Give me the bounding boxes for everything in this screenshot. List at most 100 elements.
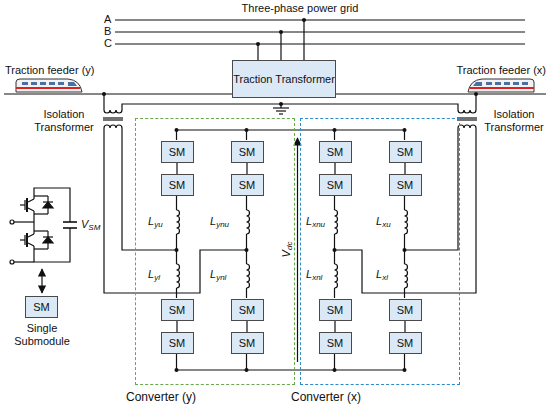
inductor-symbol	[405, 264, 408, 288]
inductor-label: Lynu	[210, 215, 229, 228]
wire	[176, 321, 177, 332]
group-caption: Converter (y)	[126, 390, 196, 404]
wire	[34, 228, 70, 262]
wire	[335, 128, 477, 293]
box-label: Traction Transformer	[233, 73, 335, 85]
terminal	[10, 260, 14, 264]
wire	[280, 32, 281, 60]
inductor-label: Lyu	[148, 215, 163, 228]
wire	[176, 163, 177, 174]
box-label: SM	[169, 146, 186, 158]
group-caption: Converter (x)	[291, 390, 361, 404]
wire	[14, 221, 34, 222]
junction-dot	[245, 248, 249, 252]
wire	[28, 243, 34, 246]
phase-label: C	[104, 37, 112, 50]
box-label: SM	[169, 304, 186, 316]
train-icon	[16, 79, 82, 92]
arm-wiring	[20, 110, 477, 370]
box-label: SM	[327, 179, 344, 191]
wire	[334, 163, 335, 174]
box-label: SM	[169, 337, 186, 349]
wire	[24, 235, 25, 245]
wire	[257, 44, 258, 60]
submodule-box: SM	[319, 299, 352, 321]
wire	[122, 104, 458, 110]
junction-dot	[403, 248, 407, 252]
diagram-title: Three-phase power grid	[200, 2, 400, 15]
submodule-box: SM	[319, 141, 352, 163]
junction-dot	[333, 128, 337, 132]
wire	[475, 94, 476, 110]
box-label: SM	[33, 301, 50, 313]
wire	[20, 239, 25, 240]
box-label: SM	[327, 337, 344, 349]
wire	[28, 199, 34, 202]
inductor-label: Lynl	[210, 268, 226, 281]
submodule-box: SM	[231, 174, 264, 196]
inductor-symbol	[335, 264, 338, 288]
submodule-box: SM	[319, 332, 352, 354]
wire	[43, 236, 53, 237]
capacitor-symbol	[63, 227, 77, 229]
wire	[34, 188, 70, 222]
wire	[34, 230, 48, 231]
transformer-winding	[104, 125, 122, 128]
wire	[20, 204, 25, 205]
junction-dots	[102, 18, 478, 106]
wire	[457, 117, 477, 118]
box-label: SM	[239, 337, 256, 349]
wire	[246, 321, 247, 332]
submodule-box: SM	[231, 141, 264, 163]
feeder-line	[4, 93, 232, 94]
junction-dot	[333, 368, 337, 372]
wire	[103, 94, 104, 110]
submodule-caption: Single Submodule	[3, 322, 81, 348]
box-label: SM	[239, 179, 256, 191]
transformer-winding	[458, 110, 476, 113]
wire	[28, 234, 34, 237]
transformer-label: Isolation Transformer	[30, 108, 98, 134]
junction-dot	[175, 368, 179, 372]
transformer-winding	[104, 110, 122, 113]
capacitor-symbol	[63, 221, 77, 223]
converter-group: Converter (y)SMSMSMSMSMSMSMSM	[135, 118, 295, 385]
wire	[103, 119, 123, 120]
submodule-box: SM	[389, 174, 422, 196]
box-label: SM	[397, 304, 414, 316]
box-label: SM	[169, 179, 186, 191]
inductor-symbol	[177, 264, 180, 288]
junction-dot	[245, 128, 249, 132]
feeder-line	[330, 93, 546, 94]
wire	[404, 353, 405, 370]
box-label: SM	[327, 304, 344, 316]
wire	[34, 195, 48, 196]
wire	[34, 213, 48, 214]
junction-dot	[403, 128, 407, 132]
voltage-label: VSM	[81, 218, 100, 231]
converter-group: Converter (x)SMSMSMSMSMSMSMSM	[300, 118, 460, 385]
igbt-symbol	[26, 198, 28, 212]
submodule-box: SM	[319, 174, 352, 196]
junction-dot	[403, 368, 407, 372]
inductor-label: Lyl	[148, 268, 160, 281]
inductor-symbol	[247, 264, 250, 288]
inductor-label: Lxnl	[306, 268, 322, 281]
wire	[303, 20, 304, 60]
junction-dot	[245, 368, 249, 372]
voltage-label: Vdc	[280, 235, 293, 265]
ground-symbol	[276, 110, 286, 111]
junction-dot	[175, 128, 179, 132]
wire	[176, 288, 177, 298]
inductor-symbol	[335, 210, 338, 234]
grid-line	[115, 43, 525, 44]
grid-line	[115, 19, 525, 20]
wire	[404, 163, 405, 174]
inductor-label: Lxu	[376, 215, 391, 228]
wire	[103, 117, 123, 118]
submodule-box: SM	[161, 299, 194, 321]
diode-symbol	[43, 202, 53, 208]
box-label: SM	[397, 179, 414, 191]
diode-symbol	[43, 237, 53, 243]
